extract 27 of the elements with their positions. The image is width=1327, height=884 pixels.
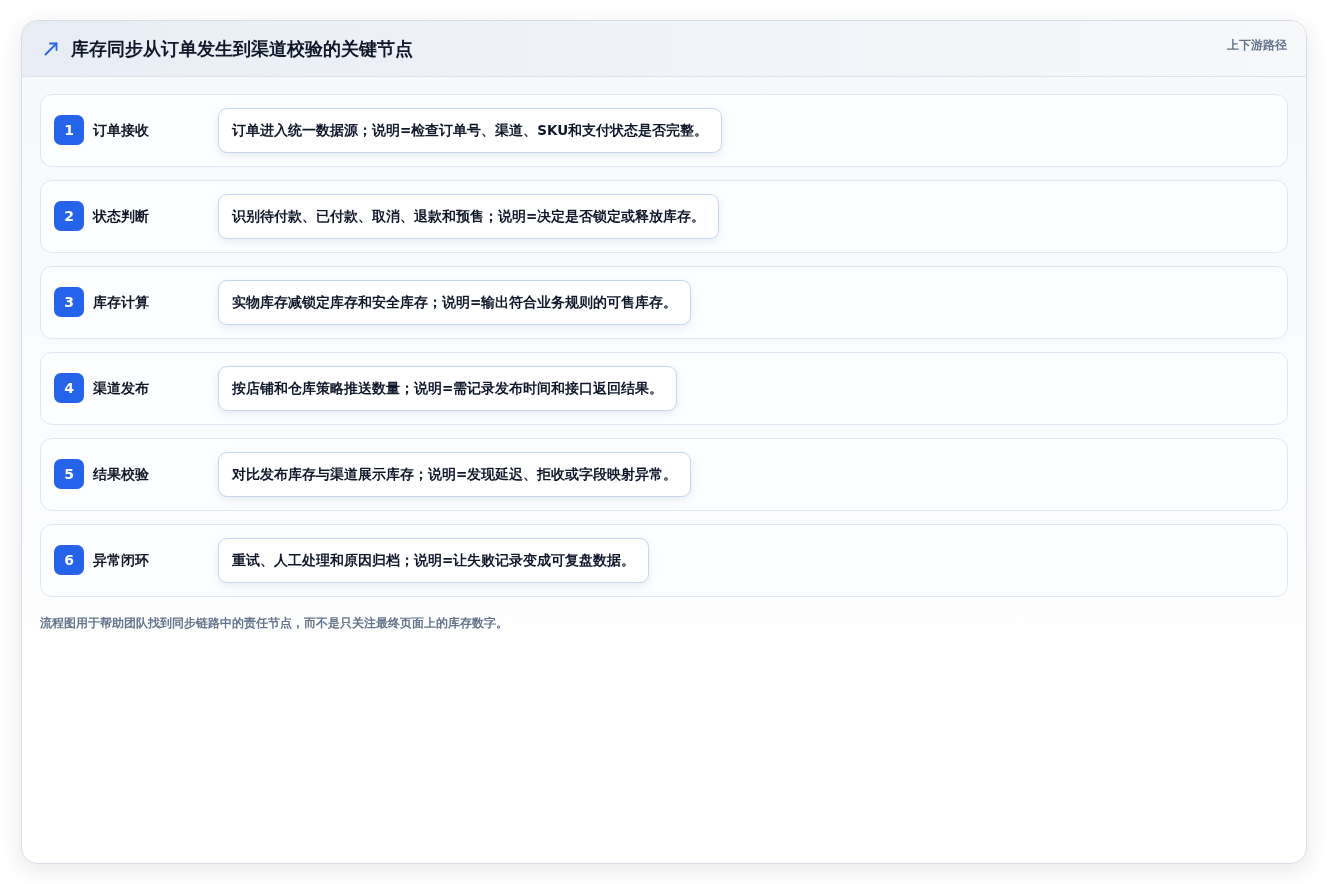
description-box: 实物库存减锁定库存和安全库存；说明=输出符合业务规则的可售库存。 — [218, 280, 692, 325]
description-box: 按店铺和仓库策略推送数量；说明=需记录发布时间和接口返回结果。 — [218, 366, 678, 411]
step-name: 订单接收 — [93, 121, 149, 139]
description-box: 重试、人工处理和原因归档；说明=让失败记录变成可复盘数据。 — [218, 538, 650, 583]
number-badge: 5 — [54, 459, 84, 489]
step-row — [40, 524, 1288, 597]
step-row — [40, 438, 1288, 511]
step-row — [40, 180, 1288, 253]
step-row — [40, 94, 1288, 167]
description-box: 识别待付款、已付款、取消、退款和预售；说明=决定是否锁定或释放库存。 — [218, 194, 720, 239]
step-name: 库存计算 — [93, 293, 149, 311]
step-row — [40, 266, 1288, 339]
step-row — [40, 352, 1288, 425]
title: 库存同步从订单发生到渠道校验的关键节点 — [71, 38, 413, 60]
step-name: 结果校验 — [93, 465, 149, 483]
number-badge: 4 — [54, 373, 84, 403]
number-badge: 1 — [54, 115, 84, 145]
number-badge: 3 — [54, 287, 84, 317]
description-box: 对比发布库存与渠道展示库存；说明=发现延迟、拒收或字段映射异常。 — [218, 452, 692, 497]
step-name: 异常闭环 — [93, 551, 149, 569]
header-label: 上下游路径 — [1227, 37, 1287, 53]
number-badge: 2 — [54, 201, 84, 231]
number-badge: 6 — [54, 545, 84, 575]
caption: 流程图用于帮助团队找到同步链路中的责任节点，而不是只关注最终页面上的库存数字。 — [40, 615, 508, 631]
step-name: 状态判断 — [93, 207, 149, 225]
step-name: 渠道发布 — [93, 379, 149, 397]
description-box: 订单进入统一数据源；说明=检查订单号、渠道、SKU和支付状态是否完整。 — [218, 108, 723, 153]
